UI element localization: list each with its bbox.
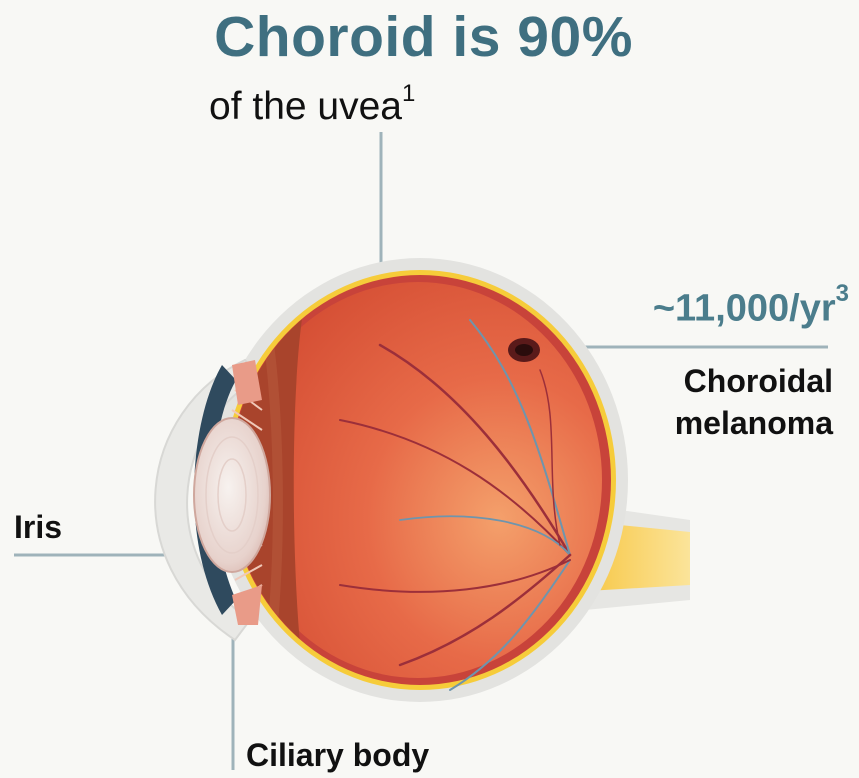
incidence-stat: ~11,000/yr3 [653,286,849,331]
subtitle-footnote: 1 [402,80,415,107]
ciliary-body-label: Ciliary body [246,734,429,776]
incidence-value: ~11,000/yr [653,288,836,330]
page-title: Choroid is 90% [0,4,853,70]
melanoma-tumor [508,338,540,362]
subtitle: of the uvea1 [209,84,415,129]
incidence-footnote: 3 [836,280,849,307]
choroidal-melanoma-label: Choroidal melanoma [633,360,833,444]
subtitle-text: of the uvea [209,85,402,128]
iris-label: Iris [14,506,62,548]
